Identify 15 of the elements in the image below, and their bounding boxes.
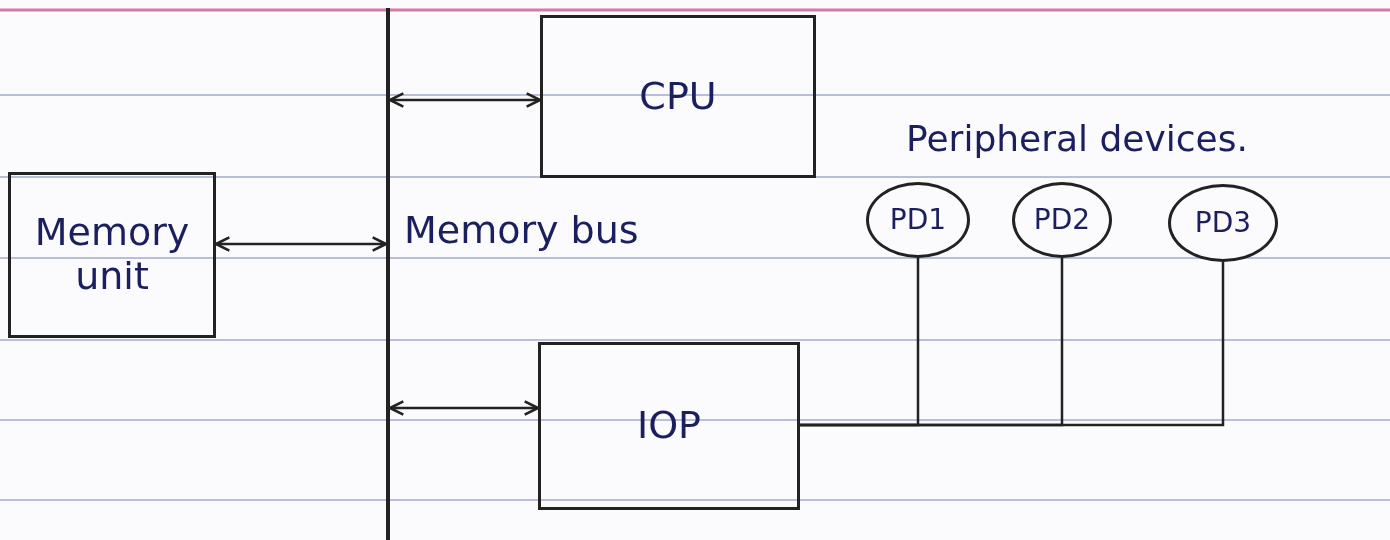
component-box xyxy=(540,15,816,178)
bus-label: Memory bus xyxy=(404,208,639,252)
node-label: PD3 xyxy=(1194,206,1252,240)
component-box xyxy=(8,172,216,338)
node-label: PD1 xyxy=(889,203,947,237)
arrow xyxy=(214,236,388,252)
node-label: CPU xyxy=(639,74,717,119)
node-label: PD2 xyxy=(1033,203,1091,237)
arrow xyxy=(388,400,540,416)
connector-line xyxy=(800,262,1225,427)
node-label: Memory unit xyxy=(33,211,191,299)
arrow xyxy=(388,92,542,108)
component-box xyxy=(538,342,800,510)
node-label: IOP xyxy=(636,404,701,448)
heading-label: Peripheral devices. xyxy=(906,118,1248,159)
